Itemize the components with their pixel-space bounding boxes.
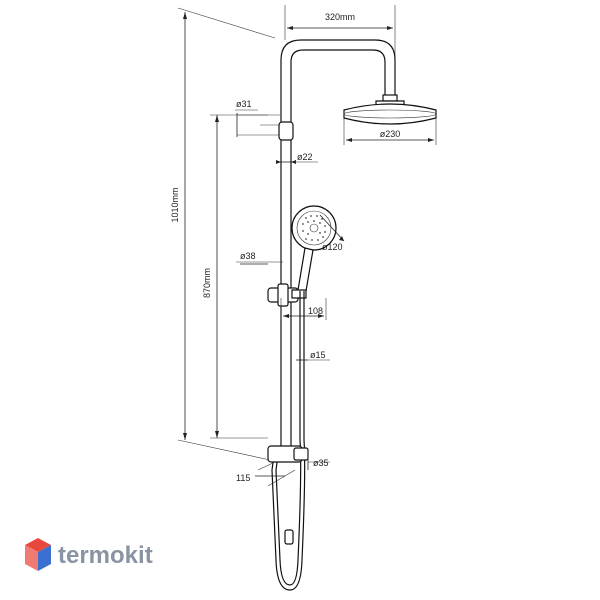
main-pipe	[280, 39, 396, 450]
head-shower: ø230	[343, 94, 437, 145]
label-top-bracket: ø31	[236, 99, 252, 109]
dim-total-height: 1010mm	[170, 7, 276, 461]
label-slider: ø38	[240, 251, 256, 261]
label-870mm: 870mm	[202, 268, 212, 298]
slider-bracket: ø38	[236, 251, 307, 307]
dim-rail-height: 870mm	[202, 114, 268, 439]
label-115: 115	[236, 473, 250, 483]
nozzle-dots	[302, 215, 326, 241]
label-108: 108	[308, 306, 323, 316]
cube-icon	[25, 538, 51, 571]
label-hose: ø15	[310, 350, 326, 360]
termokit-logo: termokit	[25, 538, 153, 571]
dim-hose: ø15	[296, 350, 330, 361]
brand-name: termokit	[58, 542, 153, 569]
label-head-diameter: ø230	[380, 129, 401, 139]
hand-shower: ø120	[291, 205, 345, 292]
label-hand-diameter: ø120	[322, 242, 343, 252]
label-pipe: ø22	[297, 152, 313, 162]
label-320mm: 320mm	[325, 12, 355, 22]
dim-pipe-diameter: ø22	[276, 152, 318, 164]
top-wall-bracket: ø31	[235, 99, 294, 141]
bottom-bracket: ø35 115	[236, 445, 330, 487]
label-1010mm: 1010mm	[170, 187, 180, 222]
hose	[271, 291, 306, 591]
label-bottom-bracket: ø35	[313, 458, 329, 468]
